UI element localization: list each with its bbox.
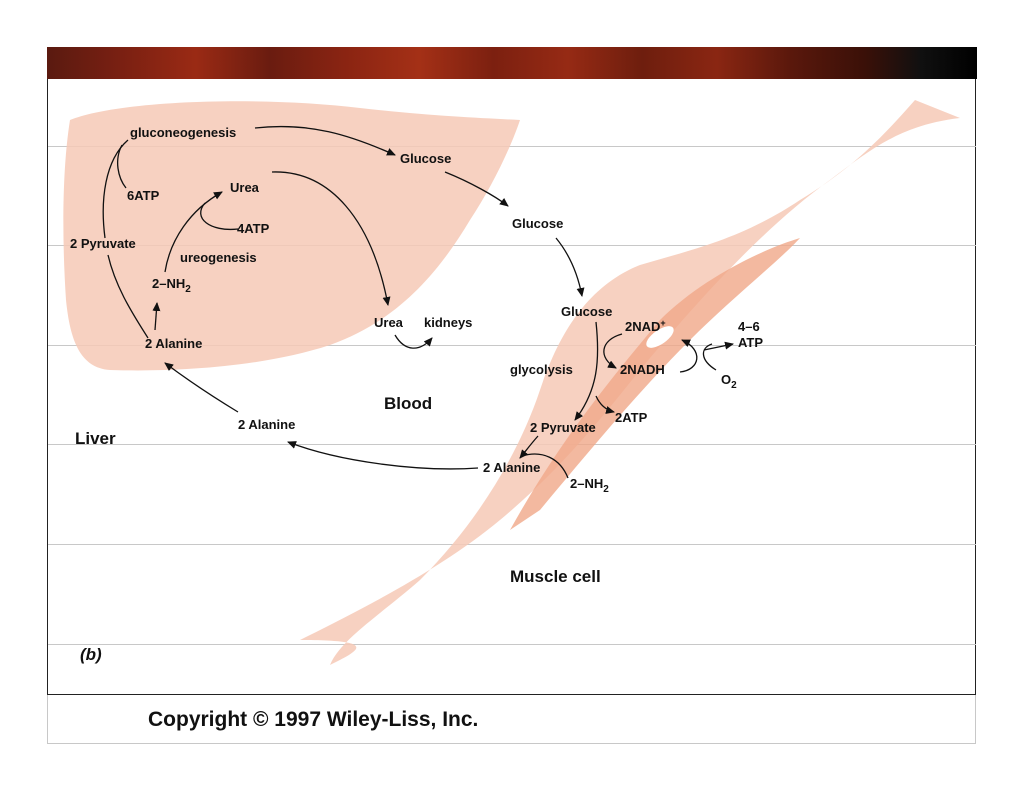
atp4-label: 4ATP (237, 221, 270, 236)
nad-to-nadh-arc (603, 333, 623, 369)
muscle-pyruvate-label: 2 Pyruvate (530, 420, 596, 435)
blood-region-label: Blood (384, 394, 432, 413)
muscle-cell-region-label: Muscle cell (510, 567, 601, 586)
rule-line (48, 544, 976, 545)
muscle-fiber-stripe (510, 238, 800, 530)
pyruvate-to-alanine-arrow (519, 435, 539, 459)
blood-alanine-to-liver-alanine-arrow (164, 362, 239, 413)
kidneys-label: kidneys (424, 315, 472, 330)
nh2-to-urea-arrow (164, 191, 223, 273)
blood-alanine-label: 2 Alanine (238, 417, 295, 432)
liver-nh2-label: 2–NH2 (152, 276, 191, 295)
muscle-alanine-to-blood-alanine-arrow (287, 441, 479, 470)
muscle-cell-shape (300, 100, 960, 665)
urea-to-kidneys-arrow (394, 334, 433, 349)
atp2-branch-arrow (595, 395, 615, 414)
muscle-nucleus (646, 326, 674, 348)
liver-glucose-label: Glucose (400, 151, 451, 166)
glycolysis-label: glycolysis (510, 362, 573, 377)
alanine-to-nh2-arrow (152, 302, 161, 331)
gluconeogenesis-to-glucose-arrow (254, 125, 396, 156)
title-banner (47, 47, 977, 79)
nad-label: 2NAD+ (625, 318, 666, 334)
atp2-label: 2ATP (615, 410, 648, 425)
liver-shape (63, 101, 520, 371)
atp6-hook (116, 144, 127, 189)
liver-pyruvate-label: 2 Pyruvate (70, 236, 136, 251)
o2-to-atp-arc (702, 343, 717, 371)
nadh-to-oxidation-arrow (679, 339, 698, 373)
rule-line (48, 345, 976, 346)
muscle-nh2-label: 2–NH2 (570, 476, 609, 495)
copyright-text: Copyright © 1997 Wiley-Liss, Inc. (148, 708, 479, 731)
glycolysis-arrow (574, 321, 599, 421)
rule-line (48, 146, 976, 147)
blood-urea-label: Urea (374, 315, 404, 330)
urea-label: Urea (230, 180, 260, 195)
ureogenesis-label: ureogenesis (180, 250, 257, 265)
atp4-hook (200, 202, 239, 231)
atp-yield-label: ATP (738, 335, 763, 350)
gluconeogenesis-label: gluconeogenesis (130, 125, 236, 140)
caption-box (47, 695, 976, 744)
muscle-alanine-label: 2 Alanine (483, 460, 540, 475)
liver-glucose-to-blood-glucose-arrow (444, 171, 509, 207)
nadh-label: 2NADH (620, 362, 665, 377)
rule-line (48, 444, 976, 445)
atp-yield-arrow (703, 341, 734, 351)
blood-glucose-label: Glucose (512, 216, 563, 231)
liver-alanine-label: 2 Alanine (145, 336, 202, 351)
muscle-glucose-label: Glucose (561, 304, 612, 319)
blood-glucose-to-muscle-glucose-arrow (555, 237, 585, 297)
atp-range-label: 4–6 (738, 319, 760, 334)
nh2-to-alanine-arc (521, 453, 569, 479)
rule-line (48, 245, 976, 246)
urea-to-blood-urea-arrow (271, 171, 391, 306)
figure-label: (b) (80, 645, 102, 664)
atp6-label: 6ATP (127, 188, 160, 203)
o2-label: O2 (721, 372, 737, 391)
alanine-to-pyruvate-arrow (107, 254, 149, 339)
liver-region-label: Liver (75, 429, 116, 448)
rule-line (48, 644, 976, 645)
